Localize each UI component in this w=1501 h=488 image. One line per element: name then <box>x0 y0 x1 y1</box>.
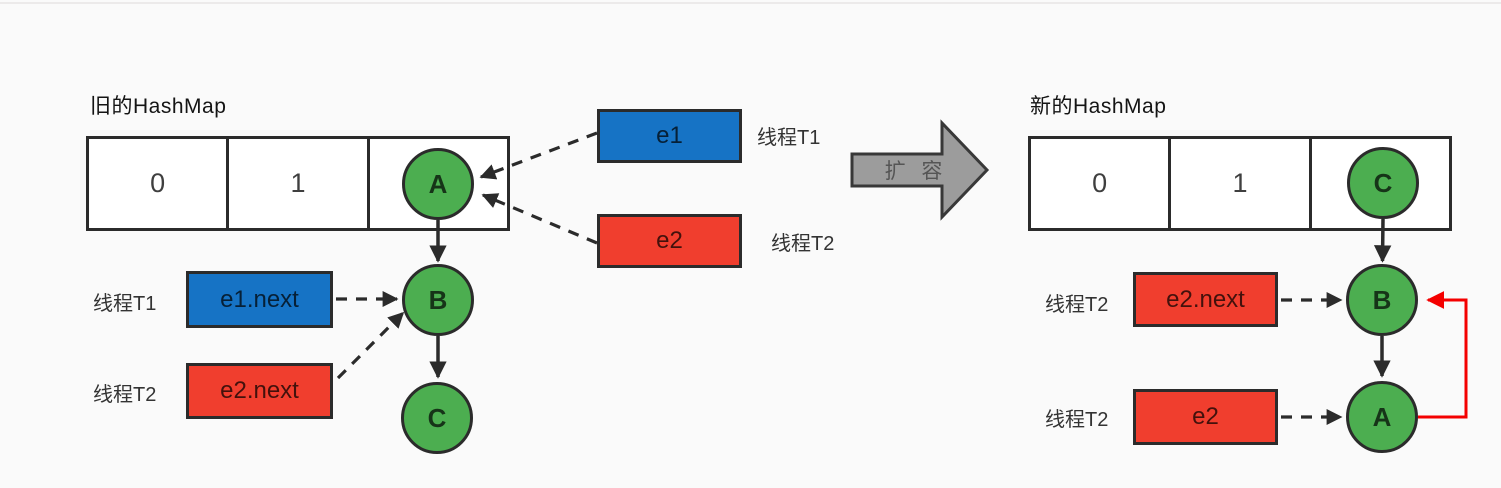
entry-box-e1: e1 <box>597 109 742 163</box>
new-array-cell-1: 1 <box>1171 139 1312 228</box>
entry-box-new-e2next: e2.next <box>1133 272 1278 327</box>
entry-box-e2next: e2.next <box>186 363 333 419</box>
thread-label-new-e2: 线程T2 <box>1045 409 1109 431</box>
node-old-c: C <box>401 382 473 454</box>
thread-label-e2: 线程T2 <box>771 233 835 255</box>
old-hashmap-title: 旧的HashMap <box>90 95 227 118</box>
resize-arrow-label: 扩 容 <box>885 160 948 183</box>
thread-label-e1next: 线程T1 <box>93 293 157 315</box>
node-new-b: B <box>1346 264 1418 336</box>
entry-box-e1next: e1.next <box>186 271 333 328</box>
node-old-a: A <box>402 148 474 220</box>
old-array-cell-0: 0 <box>89 139 230 228</box>
thread-label-new-e2next: 线程T2 <box>1045 294 1109 316</box>
entry-box-e2: e2 <box>597 214 742 268</box>
dashed-arrow-e2next-to-b <box>336 311 405 380</box>
new-array-cell-0: 0 <box>1031 139 1172 228</box>
thread-label-e1: 线程T1 <box>757 127 821 149</box>
top-divider <box>0 2 1501 4</box>
entry-box-new-e2: e2 <box>1133 389 1278 445</box>
thread-label-e2next: 线程T2 <box>93 384 157 406</box>
new-hashmap-title: 新的HashMap <box>1030 95 1167 118</box>
old-array-cell-1: 1 <box>229 139 370 228</box>
node-new-a: A <box>1346 381 1418 453</box>
resize-block-arrow: 扩 容 <box>850 119 990 221</box>
node-old-b: B <box>402 264 474 336</box>
node-new-c: C <box>1347 147 1419 219</box>
red-loop-arrow-a-to-b <box>1418 291 1468 419</box>
